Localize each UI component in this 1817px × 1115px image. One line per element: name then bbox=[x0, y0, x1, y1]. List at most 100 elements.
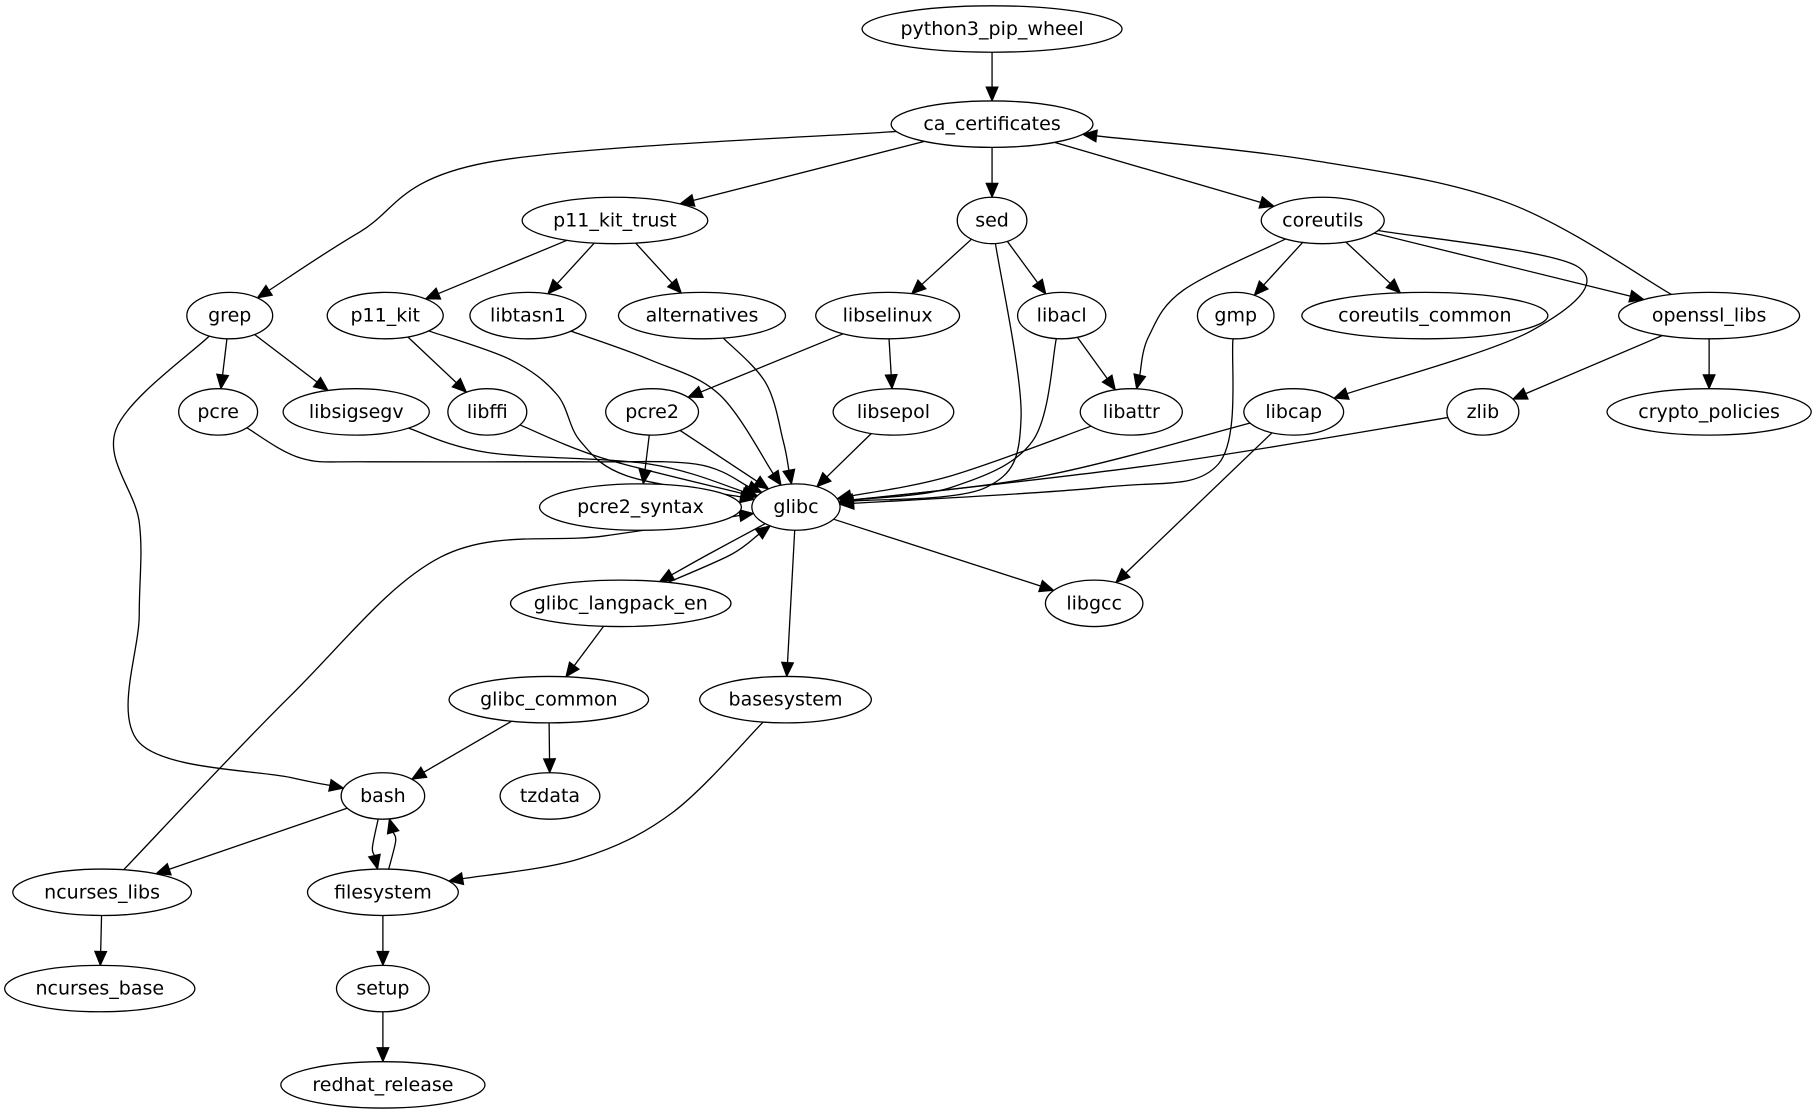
edge-setup-to-redhat_release bbox=[376, 1011, 390, 1063]
arrowhead-icon bbox=[738, 508, 755, 523]
node-ellipse bbox=[1260, 196, 1385, 245]
edge-p11_kit_trust-to-libtasn1 bbox=[547, 242, 595, 295]
node-basesystem[interactable]: basesystem bbox=[699, 675, 873, 724]
edge-glibc-to-basesystem bbox=[780, 530, 796, 678]
node-label: filesystem bbox=[334, 881, 432, 903]
node-label: coreutils_common bbox=[1338, 305, 1511, 327]
node-alternatives[interactable]: alternatives bbox=[617, 291, 787, 340]
node-label: libsepol bbox=[857, 401, 930, 423]
node-libgcc[interactable]: libgcc bbox=[1044, 579, 1144, 628]
node-ellipse bbox=[1617, 291, 1801, 340]
edge-ca_certificates-to-coreutils bbox=[1054, 141, 1276, 209]
node-python3_pip_wheel[interactable]: python3_pip_wheel bbox=[861, 5, 1123, 53]
node-label: bash bbox=[360, 785, 406, 807]
node-bash[interactable]: bash bbox=[340, 772, 426, 820]
node-ellipse bbox=[282, 388, 430, 436]
node-tzdata[interactable]: tzdata bbox=[499, 772, 601, 820]
arrowhead-icon bbox=[638, 468, 652, 486]
node-sed[interactable]: sed bbox=[956, 196, 1028, 245]
node-crypto_policies[interactable]: crypto_policies bbox=[1606, 388, 1812, 436]
node-ellipse bbox=[521, 196, 709, 245]
node-setup[interactable]: setup bbox=[335, 964, 430, 1013]
node-glibc_langpack_en[interactable]: glibc_langpack_en bbox=[509, 579, 732, 628]
node-ca_certificates[interactable]: ca_certificates bbox=[890, 100, 1094, 149]
node-libsepol[interactable]: libsepol bbox=[832, 388, 955, 436]
arrowhead-icon bbox=[547, 278, 563, 295]
arrowhead-icon bbox=[780, 661, 795, 678]
arrowhead-icon bbox=[752, 475, 770, 490]
node-ellipse bbox=[1446, 388, 1520, 436]
edge-line bbox=[635, 242, 673, 284]
node-gmp[interactable]: gmp bbox=[1196, 291, 1275, 340]
edge-basesystem-to-filesystem bbox=[447, 721, 764, 886]
node-libsigsegv[interactable]: libsigsegv bbox=[282, 388, 430, 436]
node-pcre[interactable]: pcre bbox=[178, 388, 259, 436]
node-ellipse bbox=[1016, 291, 1107, 340]
edge-glibc_common-to-tzdata bbox=[542, 722, 557, 775]
edge-python3_pip_wheel-to-ca_certificates bbox=[985, 52, 999, 103]
edge-libffi-to-glibc bbox=[519, 424, 758, 500]
node-grep[interactable]: grep bbox=[186, 291, 274, 340]
node-p11_kit[interactable]: p11_kit bbox=[326, 291, 444, 340]
node-libcap[interactable]: libcap bbox=[1243, 388, 1345, 436]
edge-line bbox=[921, 238, 972, 285]
node-libffi[interactable]: libffi bbox=[447, 388, 528, 436]
edge-line bbox=[388, 832, 397, 870]
edge-coreutils-to-gmp bbox=[1253, 241, 1304, 297]
node-label: ncurses_base bbox=[35, 978, 164, 1000]
node-redhat_release[interactable]: redhat_release bbox=[280, 1061, 486, 1109]
edge-line bbox=[833, 518, 1041, 587]
node-ellipse bbox=[340, 772, 426, 820]
edge-ca_certificates-to-p11_kit_trust bbox=[678, 140, 925, 207]
arrowhead-icon bbox=[410, 766, 428, 780]
node-ellipse bbox=[335, 964, 430, 1013]
node-libtasn1[interactable]: libtasn1 bbox=[469, 291, 587, 340]
node-ellipse bbox=[1301, 291, 1549, 340]
arrowhead-icon bbox=[542, 758, 557, 775]
edges-layer bbox=[93, 52, 1716, 1063]
node-ncurses_base[interactable]: ncurses_base bbox=[3, 964, 196, 1013]
node-zlib[interactable]: zlib bbox=[1446, 388, 1520, 436]
edge-pcre2-to-glibc bbox=[679, 429, 770, 490]
arrowhead-icon bbox=[1332, 387, 1350, 400]
edge-line bbox=[169, 807, 348, 870]
node-coreutils[interactable]: coreutils bbox=[1260, 196, 1385, 245]
edge-line bbox=[853, 243, 1022, 502]
arrowhead-icon bbox=[782, 468, 796, 486]
arrowhead-icon bbox=[754, 525, 772, 540]
node-pcre2[interactable]: pcre2 bbox=[605, 388, 700, 436]
node-p11_kit_trust[interactable]: p11_kit_trust bbox=[521, 196, 709, 245]
arrowhead-icon bbox=[1511, 387, 1529, 400]
edge-p11_kit_trust-to-p11_kit bbox=[424, 239, 568, 300]
node-pcre2_syntax[interactable]: pcre2_syntax bbox=[538, 483, 743, 531]
arrowhead-icon bbox=[367, 853, 381, 871]
arrowhead-icon bbox=[1385, 278, 1402, 294]
arrowhead-icon bbox=[447, 871, 465, 886]
arrowhead-icon bbox=[565, 661, 580, 678]
edge-line bbox=[1346, 229, 1588, 395]
node-ellipse bbox=[280, 1061, 486, 1109]
node-glibc_common[interactable]: glibc_common bbox=[448, 675, 650, 724]
node-openssl_libs[interactable]: openssl_libs bbox=[1617, 291, 1801, 340]
arrowhead-icon bbox=[686, 385, 704, 398]
node-coreutils_common[interactable]: coreutils_common bbox=[1301, 291, 1549, 340]
edge-ncurses_libs-to-ncurses_base bbox=[93, 915, 108, 967]
node-libacl[interactable]: libacl bbox=[1016, 291, 1107, 340]
arrowhead-icon bbox=[376, 1047, 390, 1063]
node-ellipse bbox=[699, 675, 873, 724]
node-libattr[interactable]: libattr bbox=[1079, 388, 1183, 436]
node-ellipse bbox=[538, 483, 743, 531]
node-ellipse bbox=[509, 579, 732, 628]
edge-bash-to-filesystem bbox=[367, 818, 381, 871]
node-glibc[interactable]: glibc bbox=[751, 483, 841, 531]
node-filesystem[interactable]: filesystem bbox=[306, 868, 459, 917]
edge-sed-to-libselinux bbox=[910, 238, 972, 295]
node-label: ncurses_libs bbox=[44, 881, 160, 903]
arrowhead-icon bbox=[910, 278, 927, 295]
node-libselinux[interactable]: libselinux bbox=[815, 291, 961, 340]
node-ellipse bbox=[751, 483, 841, 531]
node-ncurses_libs[interactable]: ncurses_libs bbox=[12, 868, 193, 917]
arrowhead-icon bbox=[93, 950, 108, 967]
edge-line bbox=[888, 338, 892, 375]
edge-line bbox=[850, 425, 1092, 497]
